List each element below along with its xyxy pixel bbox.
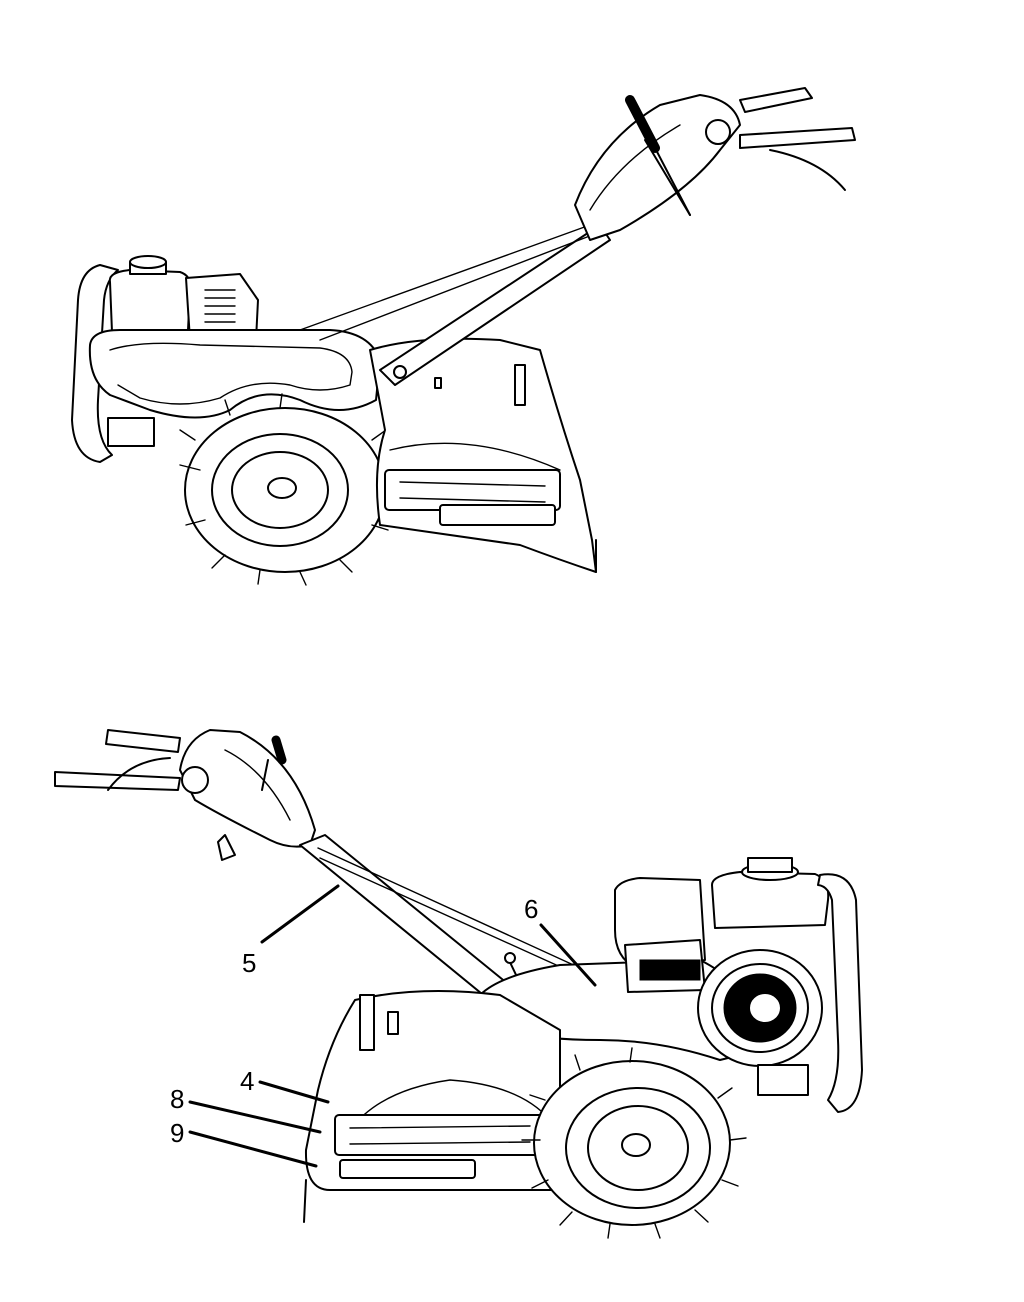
callout-6: 6 [524,894,538,924]
handlebar-top [379,224,611,386]
leader-8 [188,1100,322,1134]
tiller-top-view [71,87,856,586]
fuel-tank [108,269,192,333]
rear-bumper [817,873,863,1113]
leader-6 [539,923,597,987]
wheel-top [179,393,399,586]
wheel-bottom [521,1047,747,1239]
leader-4 [258,1080,330,1104]
control-panel-bottom [179,729,316,848]
callout-4: 4 [240,1066,254,1096]
leader-5 [260,884,340,944]
leader-9 [188,1130,318,1168]
callout-5: 5 [242,948,256,978]
callout-9: 9 [170,1118,184,1148]
recoil-starter [697,949,823,1067]
control-panel-top [574,94,741,241]
tiller-bottom-view [54,729,863,1239]
callout-8: 8 [170,1084,184,1114]
tiller-hood [88,329,381,419]
fuel-tank-bottom [711,871,830,929]
